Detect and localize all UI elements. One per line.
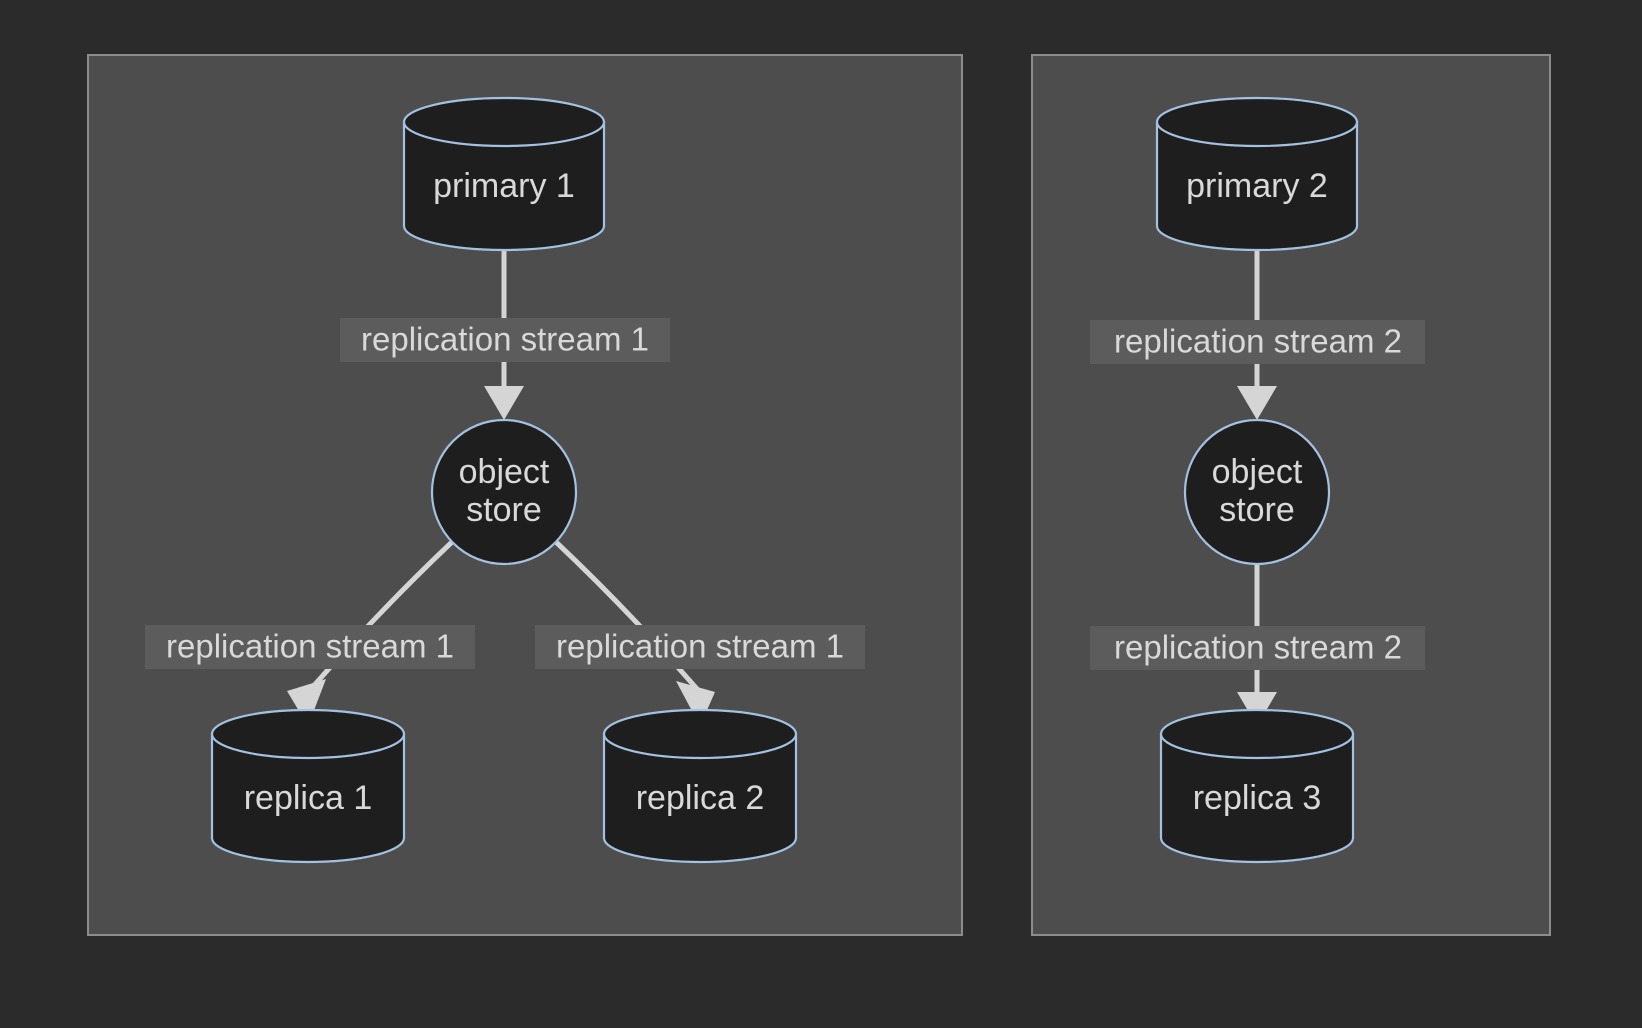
- edge-objectstore1-to-replica1[interactable]: [287, 540, 454, 726]
- edge-label-text: replication stream 1: [556, 628, 844, 665]
- edge-label-primary1-objectstore1[interactable]: replication stream 1: [340, 318, 670, 362]
- node-replica-3[interactable]: replica 3: [1159, 708, 1355, 864]
- cylinder-body: [1155, 120, 1359, 252]
- node-object-store-1[interactable]: object store: [430, 418, 578, 566]
- edge-line: [308, 540, 454, 692]
- node-replica-1[interactable]: replica 1: [210, 708, 406, 864]
- edge-label-background: [145, 625, 475, 669]
- cylinder-top: [1159, 708, 1355, 760]
- cylinder-body: [602, 732, 798, 864]
- edge-line: [554, 540, 700, 692]
- edge-label-objectstore2-replica3[interactable]: replication stream 2: [1090, 626, 1425, 670]
- node-label: replica 1: [244, 779, 373, 817]
- node-label: replica 2: [636, 779, 765, 817]
- node-label: primary 2: [1186, 167, 1328, 205]
- edge-label-background: [1090, 320, 1425, 364]
- cylinder-top: [602, 708, 798, 760]
- circle-shape: [430, 418, 578, 566]
- cylinder-top: [402, 96, 606, 148]
- node-object-store-2[interactable]: object store: [1183, 418, 1331, 566]
- node-label: primary 1: [433, 167, 575, 205]
- edge-label-text: replication stream 2: [1114, 323, 1402, 360]
- edge-label-background: [535, 625, 865, 669]
- edge-objectstore1-to-replica2[interactable]: [554, 540, 715, 726]
- edge-label-objectstore1-replica2[interactable]: replication stream 1: [535, 625, 865, 669]
- node-label-line-1: object: [1212, 453, 1303, 491]
- node-label: replica 3: [1193, 779, 1322, 817]
- node-primary-1[interactable]: primary 1: [402, 96, 606, 252]
- cylinder-top: [1155, 96, 1359, 148]
- arrow-head-icon: [484, 386, 524, 420]
- arrow-head-icon: [287, 679, 326, 726]
- arrow-head-icon: [676, 681, 715, 726]
- edge-label-background: [1090, 626, 1425, 670]
- node-label-line-2: store: [1219, 491, 1295, 529]
- edge-label-objectstore1-replica1[interactable]: replication stream 1: [145, 625, 475, 669]
- cylinder-body: [402, 120, 606, 252]
- edge-label-text: replication stream 2: [1114, 629, 1402, 666]
- node-label-line-2: store: [466, 491, 542, 529]
- cylinder-top: [210, 708, 406, 760]
- node-replica-2[interactable]: replica 2: [602, 708, 798, 864]
- node-primary-2[interactable]: primary 2: [1155, 96, 1359, 252]
- circle-shape: [1183, 418, 1331, 566]
- edge-label-text: replication stream 1: [361, 321, 649, 358]
- arrow-head-icon: [1237, 386, 1277, 420]
- node-label-line-1: object: [459, 453, 550, 491]
- edge-label-text: replication stream 1: [166, 628, 454, 665]
- edge-label-primary2-objectstore2[interactable]: replication stream 2: [1090, 320, 1425, 364]
- cylinder-body: [1159, 732, 1355, 864]
- cylinder-body: [210, 732, 406, 864]
- edge-label-background: [340, 318, 670, 362]
